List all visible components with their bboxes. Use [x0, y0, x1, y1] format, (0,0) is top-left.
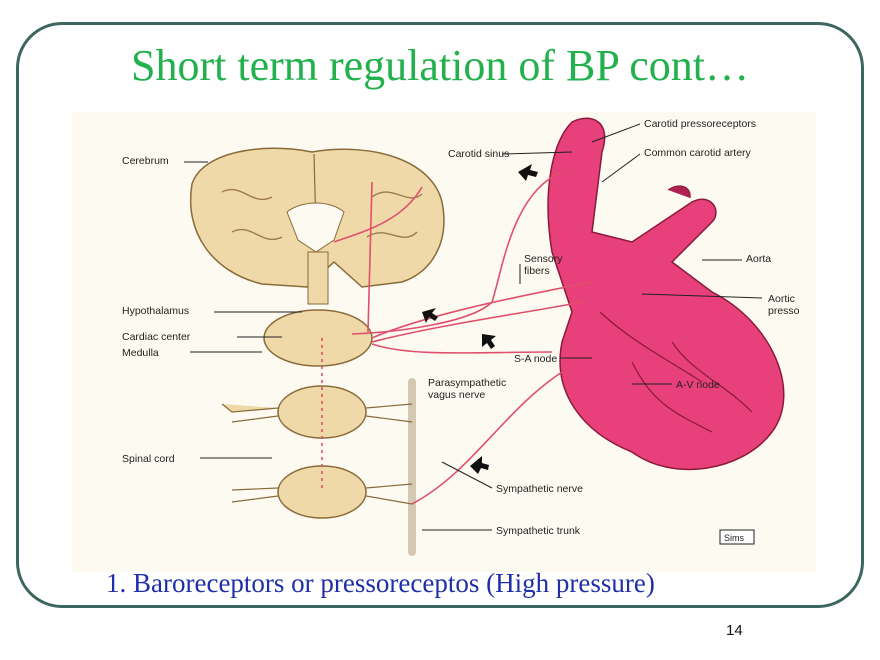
- label-medulla: Medulla: [122, 347, 159, 359]
- label-aorta: Aorta: [746, 253, 771, 265]
- label-aortic-line1: Aortic: [768, 293, 795, 305]
- medulla-illustration: [263, 309, 373, 367]
- label-parasympathetic-line2: vagus nerve: [428, 389, 485, 401]
- label-sympathetic-nerve: Sympathetic nerve: [496, 483, 583, 495]
- leader-lines: [184, 123, 763, 531]
- label-sensory-fibers-line1: Sensory: [524, 253, 563, 265]
- label-cardiac-center: Cardiac center: [122, 331, 191, 343]
- heart-illustration: [547, 117, 785, 471]
- spinal-cord-illustration: [221, 378, 416, 556]
- label-carotid-sinus: Carotid sinus: [448, 148, 509, 160]
- nerve-pathways: [321, 171, 593, 505]
- arrows: [422, 164, 538, 474]
- brain-illustration: [190, 147, 445, 305]
- signature-box: [719, 529, 755, 545]
- slide-frame: [16, 22, 864, 608]
- label-hypothalamus: Hypothalamus: [122, 305, 189, 317]
- label-carotid-pressoreceptors: Carotid pressoreceptors: [644, 118, 756, 130]
- label-signature: Sims: [724, 533, 744, 543]
- label-common-carotid-artery: Common carotid artery: [644, 147, 752, 159]
- label-spinal-cord: Spinal cord: [122, 453, 175, 465]
- slide-caption: 1. Baroreceptors or pressoreceptos (High…: [106, 568, 655, 598]
- label-sensory-fibers-line2: fibers: [524, 265, 550, 277]
- diagram-svg: Cerebrum Hypothalamus Cardiac center Med…: [122, 117, 800, 556]
- baroreceptor-diagram: Cerebrum Hypothalamus Cardiac center Med…: [72, 112, 816, 572]
- label-cerebrum: Cerebrum: [122, 155, 169, 167]
- slide-title: Short term regulation of BP cont…: [131, 41, 749, 90]
- page-number: 14: [726, 622, 743, 639]
- label-aortic-line2: presso: [768, 305, 800, 317]
- label-sa-node: S-A node: [514, 353, 557, 365]
- label-av-node: A-V node: [676, 379, 720, 391]
- label-sympathetic-trunk: Sympathetic trunk: [496, 525, 581, 537]
- label-parasympathetic-line1: Parasympathetic: [428, 377, 506, 389]
